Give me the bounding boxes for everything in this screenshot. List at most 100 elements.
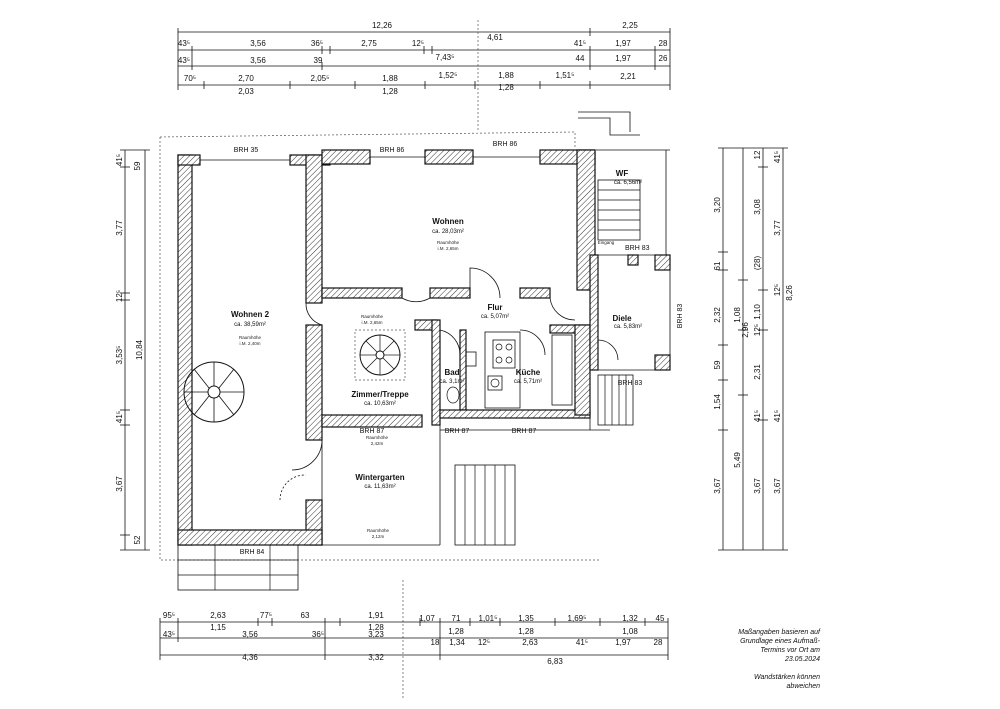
dimensions-left: 41⁵ 59 3,77 12⁵ 3,53⁵ 41⁵ 3,67 52 10,84 xyxy=(115,149,150,551)
stair-entrance xyxy=(454,464,516,546)
spiral-stair-zimmer xyxy=(354,329,406,381)
dim-r2-3: 5,49 xyxy=(733,452,742,468)
bath-fixtures xyxy=(446,351,477,404)
dim-t3-5: 44 xyxy=(576,54,585,63)
dim-l-total: 10,84 xyxy=(135,339,144,360)
dim-t5-2: 1,28 xyxy=(382,87,398,96)
dim-b1-12: 45 xyxy=(656,614,665,623)
dim-t4-7: 1,51⁵ xyxy=(556,71,575,80)
dim-r3-1: 12 xyxy=(753,150,762,159)
room-zimmer-bottom-height: 2,42m xyxy=(371,441,384,446)
room-wohnen-height-label: Raumhöhe xyxy=(437,240,460,245)
dim-r4-2: 3,77 xyxy=(773,220,782,236)
dim-b1-8: 1,01⁵ xyxy=(479,614,498,623)
label-eingang: Eingang xyxy=(598,240,615,245)
note-line-2: Grundlage eines Aufmaß- xyxy=(740,638,820,645)
measurement-note: Maßangaben basieren auf Grundlage eines … xyxy=(700,628,820,691)
dim-t2-4: 2,75 xyxy=(361,39,377,48)
dim-t5-3: 1,28 xyxy=(498,83,514,92)
room-zimmer-height: i.M. 2,65m xyxy=(361,320,382,325)
dim-b1-4: 63 xyxy=(301,611,310,620)
dim-b4-3: 6,83 xyxy=(547,657,563,666)
dim-l-8: 52 xyxy=(133,535,142,544)
dim-r3-8: 3,67 xyxy=(753,478,762,494)
dim-r3-2: 3,08 xyxy=(753,199,762,215)
room-kueche-name: Küche xyxy=(516,368,541,377)
brh-top-mid: BRH 86 xyxy=(380,147,405,154)
dim-b3-1: 43⁵ xyxy=(163,630,175,639)
room-bad-name: Bad xyxy=(444,368,459,377)
dim-t3-4: 7,43⁵ xyxy=(436,53,455,62)
room-flur-area: ca. 5,07m² xyxy=(481,314,509,320)
room-wohnen2-area: ca. 38,59m² xyxy=(234,322,266,328)
dim-t2-8: 1,97 xyxy=(615,39,631,48)
dim-l-6: 41⁵ xyxy=(115,411,124,423)
dim-b3-10: 1,97 xyxy=(615,638,631,647)
doors xyxy=(279,267,619,501)
brh-zimmer-bottom: BRH 87 xyxy=(360,428,385,435)
room-flur-name: Flur xyxy=(487,303,502,312)
dim-t4-1: 70⁵ xyxy=(184,74,196,83)
dim-b1-11: 1,32 xyxy=(622,614,638,623)
room-zimmer-area: ca. 10,63m² xyxy=(364,401,396,407)
room-wf-area: ca. 6,56m² xyxy=(614,180,642,186)
dim-b2-4: 1,28 xyxy=(518,627,534,636)
dim-b3-9: 41⁵ xyxy=(576,638,588,647)
dim-b3-7: 12⁵ xyxy=(478,638,490,647)
note-line-1: Maßangaben basieren auf xyxy=(738,629,820,636)
room-wf-name: WF xyxy=(616,169,629,178)
room-wintergarten-height-label: Raumhöhe xyxy=(367,528,390,533)
dim-b1-10: 1,69⁵ xyxy=(568,614,587,623)
dim-b2-2: 1,28 xyxy=(368,623,384,632)
dim-r4-1: 41⁵ xyxy=(773,151,782,163)
dim-t4-6: 1,88 xyxy=(498,71,514,80)
room-diele-name: Diele xyxy=(612,314,632,323)
dim-r1-6: 3,67 xyxy=(713,478,722,494)
brh-bad-bottom: BRH 87 xyxy=(445,428,470,435)
dim-b1-5: 1,91 xyxy=(368,611,384,620)
brh-diele-side: BRH 83 xyxy=(677,304,684,329)
dim-b3-6: 1,34 xyxy=(449,638,465,647)
room-zimmer-bottom-height-label: Raumhöhe xyxy=(366,435,389,440)
dim-b2-3: 1,28 xyxy=(448,627,464,636)
dim-t5-1: 2,03 xyxy=(238,87,254,96)
dim-top-total: 12,26 xyxy=(372,21,393,30)
dim-b1-1: 95⁵ xyxy=(163,611,175,620)
room-wohnen-area: ca. 28,03m² xyxy=(432,229,464,235)
dim-top-right: 2,25 xyxy=(622,21,638,30)
room-wohnen2-name: Wohnen 2 xyxy=(231,310,270,319)
dim-l-7: 3,67 xyxy=(115,476,124,492)
dim-b4-1: 4,36 xyxy=(242,653,258,662)
dim-t2-2: 3,56 xyxy=(250,39,266,48)
dim-t4-8: 2,21 xyxy=(620,72,636,81)
kitchen-fixtures xyxy=(484,331,573,409)
brh-diele-bottom: BRH 83 xyxy=(618,380,643,387)
dim-r3-3: (28) xyxy=(753,256,762,271)
dim-b1-7: 71 xyxy=(452,614,461,623)
dim-b3-11: 28 xyxy=(654,638,663,647)
room-bad-area: ca. 3,1m² xyxy=(439,379,464,385)
dim-l-3: 3,77 xyxy=(115,220,124,236)
brh-top-left: BRH 35 xyxy=(234,147,259,154)
dim-t2-1: 43⁵ xyxy=(178,39,190,48)
brh-wohnen2-bottom: BRH 84 xyxy=(240,549,265,556)
dim-t3-2: 3,56 xyxy=(250,56,266,65)
note-line-4: 23.05.2024 xyxy=(784,656,820,663)
dim-t4-3: 2,05⁵ xyxy=(311,74,330,83)
note-line-5: Wandstärken können xyxy=(753,674,820,681)
dim-r4-4: 41⁵ xyxy=(773,410,782,422)
dim-r3-5: 12⁵ xyxy=(753,324,762,336)
dim-t4-4: 1,88 xyxy=(382,74,398,83)
dim-r1-3: 2,32 xyxy=(713,307,722,323)
dim-l-1: 41⁵ xyxy=(115,154,124,166)
dim-b3-2: 3,56 xyxy=(242,630,258,639)
dim-r3-6: 2,31 xyxy=(753,364,762,380)
room-wohnen2-height-label: Raumhöhe xyxy=(239,335,262,340)
dim-t3-1: 43⁵ xyxy=(178,56,190,65)
dim-t3-6: 1,97 xyxy=(615,54,631,63)
room-kueche-area: ca. 5,71m² xyxy=(514,379,542,385)
dim-t2-9: 28 xyxy=(659,39,668,48)
note-line-6: abweichen xyxy=(786,683,820,690)
dim-r5-1: 8,26 xyxy=(785,285,794,301)
